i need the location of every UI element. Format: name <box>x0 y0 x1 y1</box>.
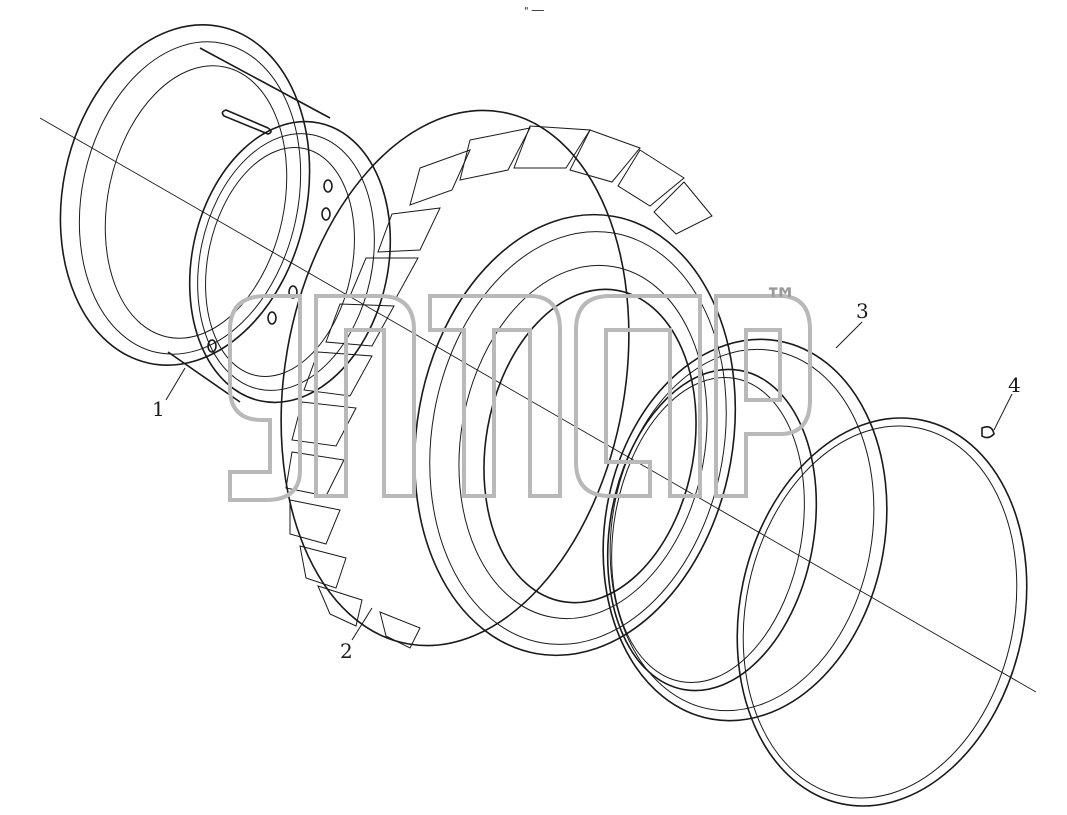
valve-slot <box>221 109 272 135</box>
rim-flange-outer <box>59 24 311 366</box>
watermark-letter <box>314 294 416 498</box>
top-mark: " ── <box>524 6 545 17</box>
tire-sidewall <box>429 231 727 645</box>
rim-barrel-bottom <box>167 351 241 403</box>
snap-ring-inner <box>742 425 1018 799</box>
watermark-logo: ™ <box>228 281 812 502</box>
rim-barrel-edge-inner <box>197 133 375 391</box>
callout-3: 3 <box>835 299 869 349</box>
tire-back-outline <box>280 109 630 647</box>
rim-well <box>104 65 288 339</box>
watermark-letter <box>428 294 562 498</box>
flange-ring-inner-2 <box>611 376 805 684</box>
snap-ring-gap <box>981 426 995 439</box>
tire-bead-inner <box>483 288 697 604</box>
bolt-hole <box>267 311 277 325</box>
watermark-letter <box>574 294 702 498</box>
rim-part <box>59 24 392 404</box>
rim-flange-inner <box>78 41 302 355</box>
watermark-letter <box>714 294 812 498</box>
flange-ring-outer-2 <box>609 348 875 712</box>
bolt-hole <box>207 339 217 353</box>
callout-label: 3 <box>856 299 869 323</box>
rim-barrel-bore <box>205 147 355 377</box>
center-axis-line <box>39 117 1037 693</box>
tire-front-outer <box>413 213 737 657</box>
bolt-hole <box>321 207 331 221</box>
callout-1: 1 <box>152 367 186 421</box>
callout-label: 2 <box>340 639 353 663</box>
flange-ring-inner <box>606 368 818 692</box>
tire-part <box>280 109 737 657</box>
callout-label: 4 <box>1008 373 1021 397</box>
callout-label: 1 <box>152 397 165 421</box>
rim-barrel-edge-outer <box>188 120 392 404</box>
snap-ring-part <box>736 417 1028 807</box>
watermark-trademark: ™ <box>764 281 798 321</box>
callout-4: 4 <box>993 373 1021 431</box>
rim-barrel-top <box>199 47 331 119</box>
snap-ring-outer <box>736 417 1028 807</box>
watermark-letter <box>228 294 302 502</box>
bolt-hole <box>323 179 333 193</box>
callout-2: 2 <box>340 607 373 663</box>
